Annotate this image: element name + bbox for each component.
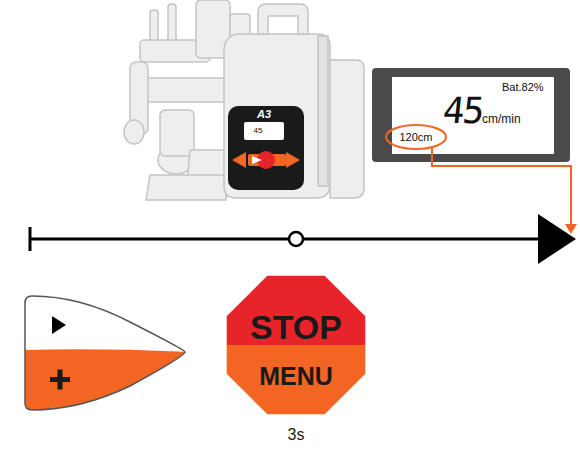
- stop-label: STOP: [250, 310, 342, 344]
- octagon-shape: [221, 270, 371, 420]
- stop-menu-button: STOP MENU: [221, 270, 371, 420]
- lcd-display: Bat.82% 45cm/min 120cm: [372, 68, 570, 162]
- battery-level: Bat.82%: [502, 82, 544, 93]
- distance-value: 120cm: [399, 132, 432, 143]
- play-plus-button: [20, 290, 190, 420]
- machine-drawing: [124, 0, 364, 200]
- brand-logo: A3: [257, 109, 271, 120]
- highlight-ellipse: [386, 125, 446, 149]
- timeline: [30, 214, 576, 264]
- leader-line: [432, 148, 571, 226]
- hold-duration: 3s: [288, 427, 305, 443]
- control-panel: [228, 106, 304, 190]
- speed-value: 45: [442, 93, 485, 129]
- menu-label: MENU: [259, 364, 333, 389]
- speed-unit: cm/min: [482, 113, 521, 125]
- leader-arrowhead: [565, 224, 577, 234]
- mini-display-value: 45: [254, 127, 263, 135]
